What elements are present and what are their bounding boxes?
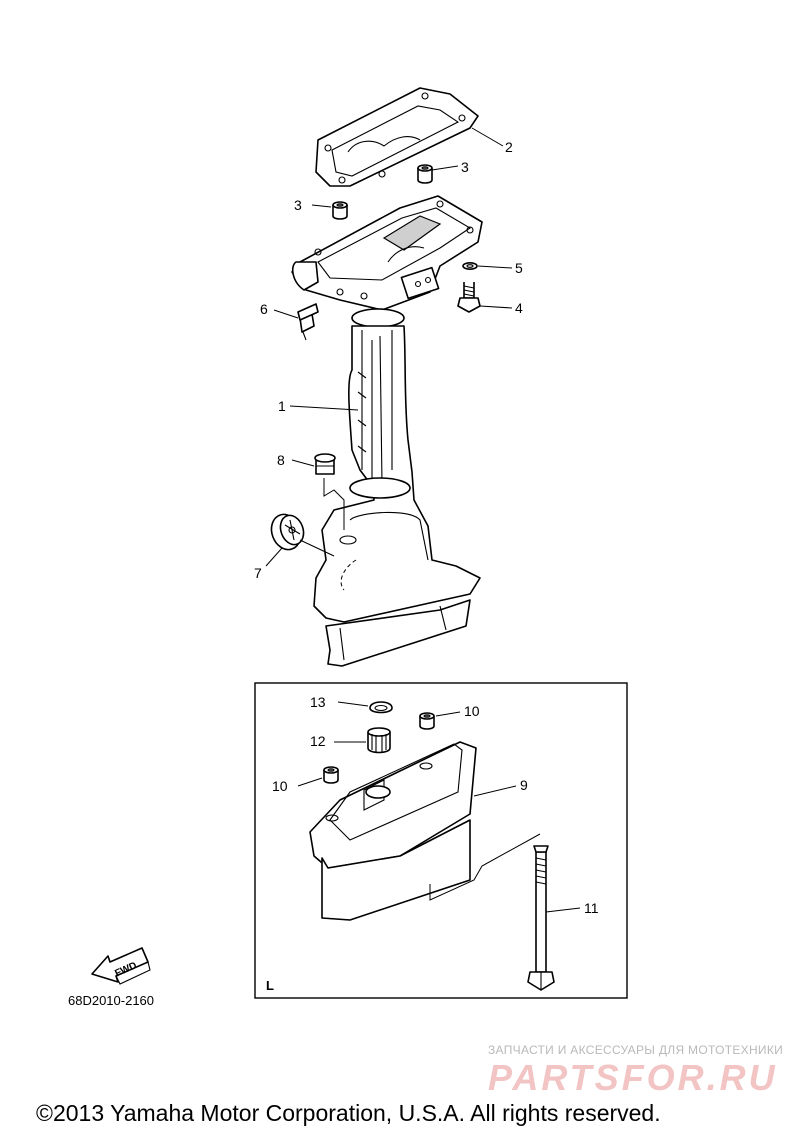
part-13-circlip — [369, 701, 393, 714]
part-10-collar-left — [323, 766, 339, 784]
callout-12: 12 — [310, 733, 326, 749]
part-2-gasket — [315, 87, 479, 187]
callout-10-left: 10 — [272, 778, 288, 794]
callout-9: 9 — [520, 777, 528, 793]
callouts: 1 2 3 3 4 5 6 7 8 9 10 10 11 12 13 — [254, 139, 599, 916]
inset-frame — [254, 682, 628, 999]
leader-lines — [265, 127, 581, 913]
callout-5: 5 — [515, 260, 523, 276]
part-3-collar-left — [332, 201, 348, 220]
diagram-code: 68D2010-2160 — [68, 993, 154, 1008]
part-4-bolt — [457, 282, 481, 313]
part-6-fitting — [297, 303, 319, 341]
callout-11: 11 — [584, 900, 599, 916]
part-10-collar-right — [419, 712, 435, 730]
copyright-notice: ©2013 Yamaha Motor Corporation, U.S.A. A… — [36, 1100, 661, 1126]
part-11-long-bolt — [527, 845, 555, 991]
watermark-tagline: ЗАПЧАСТИ И АКСЕССУАРЫ ДЛЯ МОТОТЕХНИКИ — [488, 1043, 784, 1057]
callout-2: 2 — [505, 139, 513, 155]
part-5-washer — [462, 261, 478, 270]
callout-7: 7 — [254, 565, 262, 581]
part-9-extension — [309, 741, 477, 921]
part-3-collar-upper — [417, 164, 433, 184]
watermark-logo: PARTSFOR.RU — [488, 1057, 778, 1098]
part-8-grommet — [314, 453, 336, 475]
callout-6: 6 — [260, 301, 268, 317]
callout-3-left: 3 — [294, 197, 302, 213]
callout-4: 4 — [515, 300, 523, 316]
callout-10-right: 10 — [464, 703, 480, 719]
upper-casing-flange — [291, 195, 483, 328]
callout-8: 8 — [277, 452, 285, 468]
inset-label: L — [266, 978, 274, 993]
callout-13: 13 — [310, 694, 326, 710]
part-7-rubber-seal — [270, 513, 305, 551]
part-1-driveshaft-housing — [313, 325, 481, 667]
callout-1: 1 — [278, 398, 286, 414]
callout-3-upper: 3 — [461, 159, 469, 175]
part-12-damper — [367, 727, 391, 754]
fwd-arrow-icon: FWD — [91, 947, 151, 985]
